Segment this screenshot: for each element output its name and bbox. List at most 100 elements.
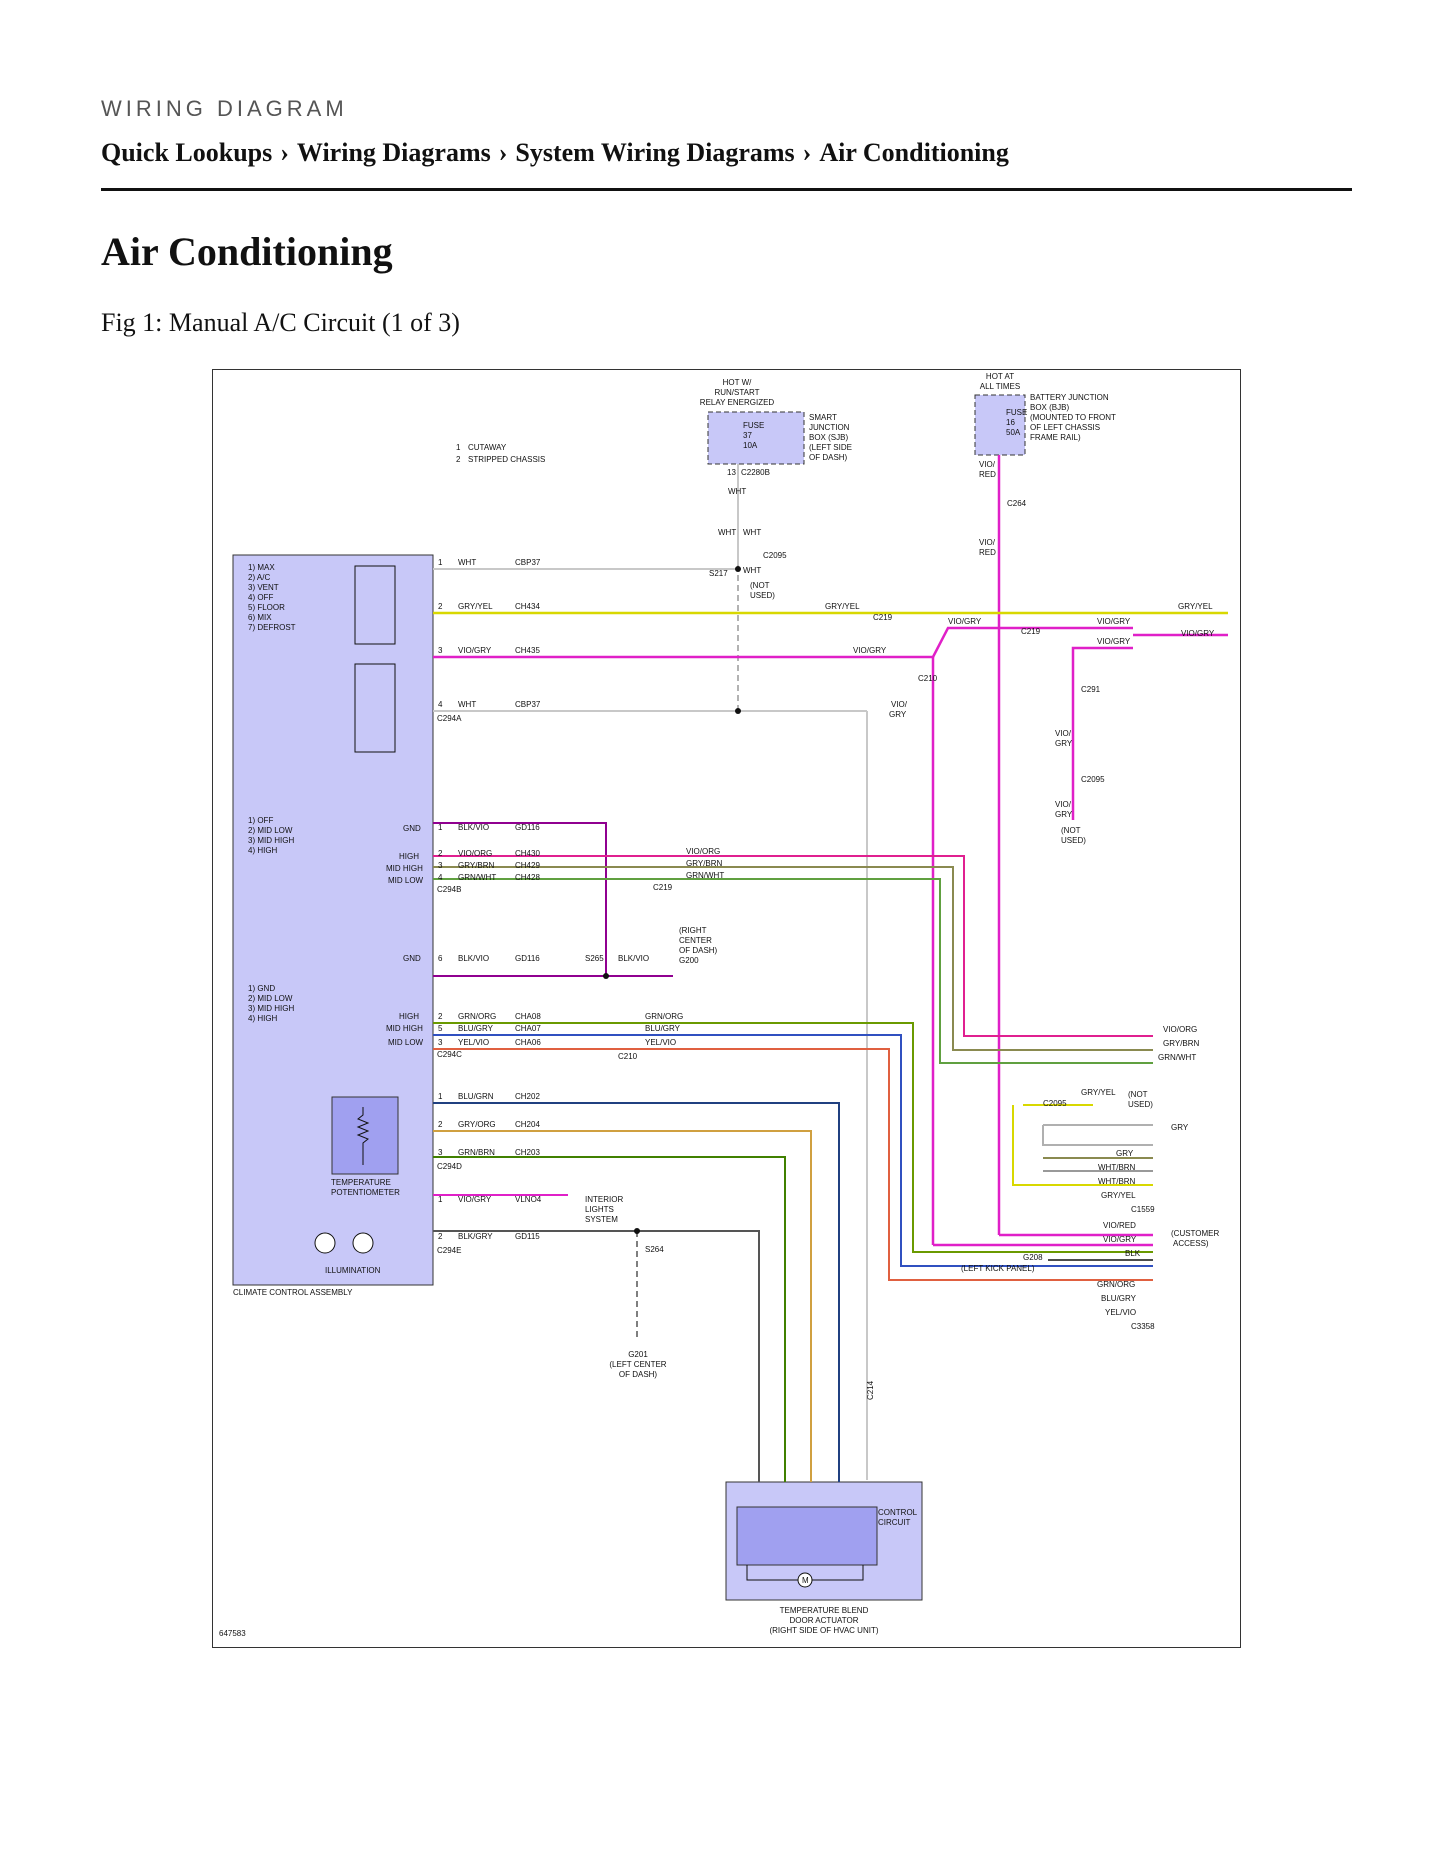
connector-c2095-b: C2095 xyxy=(1081,775,1105,784)
temp-pot-label-2: POTENTIOMETER xyxy=(331,1188,400,1197)
legend-num-2: 2 xyxy=(456,455,461,464)
breadcrumb-separator: › xyxy=(498,138,508,167)
c219-vio-org: VIO/ORG xyxy=(686,847,720,856)
c294d-circuit-2: CH204 xyxy=(515,1120,540,1129)
wire-label-red-2: RED xyxy=(979,548,996,557)
legend-cutaway: CUTAWAY xyxy=(468,443,507,452)
mode-label-2: 2) A/C xyxy=(248,573,270,582)
bjb-fuse-line-1: FUSE xyxy=(1006,408,1027,417)
c294d-color-2: GRY/ORG xyxy=(458,1120,496,1129)
sjb-hot-line-2: RUN/START xyxy=(714,388,759,397)
c294a-color-3: VIO/GRY xyxy=(458,646,492,655)
not-used-2-a: (NOT xyxy=(1061,826,1081,835)
c294d-pin-2: 2 xyxy=(438,1120,443,1129)
c294a-pin-4: 4 xyxy=(438,700,443,709)
wiring-diagram: 1 CUTAWAY 2 STRIPPED CHASSIS HOT W/ RUN/… xyxy=(212,369,1241,1648)
blower-label-2: 2) MID LOW xyxy=(248,826,293,835)
c294b-pin-3: 3 xyxy=(438,861,443,870)
breadcrumb-separator: › xyxy=(280,138,289,167)
sjb-name-line-5: OF DASH) xyxy=(809,453,848,462)
c294d-pin-1: 1 xyxy=(438,1092,443,1101)
bjb-hot-line-2: ALL TIMES xyxy=(980,382,1020,391)
c294a-circuit-4: CBP37 xyxy=(515,700,541,709)
c210-grn-org: GRN/ORG xyxy=(645,1012,683,1021)
not-used-1-b: USED) xyxy=(750,591,775,600)
not-used-3-a: (NOT xyxy=(1128,1090,1148,1099)
bjb-name-line-5: FRAME RAIL) xyxy=(1030,433,1081,442)
mode-label-1: 1) MAX xyxy=(248,563,275,572)
c294e-pin-1: 1 xyxy=(438,1195,443,1204)
breadcrumb-item-quick-lookups[interactable]: Quick Lookups xyxy=(101,138,273,167)
g201-line-2: (LEFT CENTER xyxy=(609,1360,666,1369)
connector-c3358: C3358 xyxy=(1131,1322,1155,1331)
wire-label-vio-red-2: VIO/ xyxy=(979,538,996,547)
connector-c214: C214 xyxy=(866,1380,875,1400)
control-circuit-1: CONTROL xyxy=(878,1508,918,1517)
interior-lights-2: LIGHTS xyxy=(585,1205,614,1214)
gry-6-label: GRY xyxy=(1171,1123,1189,1132)
blend-label-2: 2) MID LOW xyxy=(248,994,293,1003)
wire-label-red-1: RED xyxy=(979,470,996,479)
c294b-color-4: GRN/WHT xyxy=(458,873,496,882)
not-used-1-a: (NOT xyxy=(750,581,770,590)
c294c-pin-3: 3 xyxy=(438,1038,443,1047)
bjb-name-line-3: (MOUNTED TO FRONT xyxy=(1030,413,1116,422)
c294a-circuit-3: CH435 xyxy=(515,646,540,655)
climate-control-assembly xyxy=(232,554,434,1286)
wire-label-vio-gry-e: VIO/GRY xyxy=(853,646,887,655)
wiring-diagram-svg: 1 CUTAWAY 2 STRIPPED CHASSIS HOT W/ RUN/… xyxy=(219,372,1228,1638)
wire-label-vio-gry-d: VIO/GRY xyxy=(1097,637,1131,646)
breadcrumb-item-wiring-diagrams[interactable]: Wiring Diagrams xyxy=(296,138,491,167)
sjb-name-line-4: (LEFT SIDE xyxy=(809,443,852,452)
splice-dots xyxy=(603,566,741,1234)
blower-label-3: 3) MID HIGH xyxy=(248,836,294,845)
mode-label-4: 4) OFF xyxy=(248,593,273,602)
g200-line-1: (RIGHT xyxy=(679,926,707,935)
sjb-box xyxy=(707,411,805,465)
header-rule xyxy=(101,188,1352,191)
breadcrumb-item-air-conditioning[interactable]: Air Conditioning xyxy=(819,138,1009,167)
not-used-2-b: USED) xyxy=(1061,836,1086,845)
bjb-name-line-1: BATTERY JUNCTION xyxy=(1030,393,1109,402)
c219-gry-brn: GRY/BRN xyxy=(686,859,723,868)
sjb-pin: 13 xyxy=(727,468,736,477)
bjb-name-line-2: BOX (BJB) xyxy=(1030,403,1069,412)
blower-high: HIGH xyxy=(399,852,419,861)
figure-id: 647583 xyxy=(219,1629,246,1638)
wire-label-wht-a: WHT xyxy=(718,528,736,537)
c294b-color-6: BLK/VIO xyxy=(458,954,489,963)
connector-c2095-a: C2095 xyxy=(763,551,787,560)
breadcrumb-item-system-wiring-diagrams[interactable]: System Wiring Diagrams xyxy=(515,138,795,167)
wire-label-vio-b: VIO/ xyxy=(1055,729,1072,738)
c1559-wht-brn-1: WHT/BRN xyxy=(1098,1163,1136,1172)
c3358-vio-gry: VIO/GRY xyxy=(1103,1235,1137,1244)
wire-label-vio-gry-a: VIO/GRY xyxy=(948,617,982,626)
g200-line-2: CENTER xyxy=(679,936,712,945)
customer-access-2: ACCESS) xyxy=(1173,1239,1209,1248)
sjb-name-line-1: SMART xyxy=(809,413,837,422)
wire-label-vio-c: VIO/ xyxy=(1055,800,1072,809)
blend-label-1: 1) GND xyxy=(248,984,275,993)
c294c-pin-2: 5 xyxy=(438,1024,443,1033)
right-gry-brn: GRY/BRN xyxy=(1163,1039,1200,1048)
splice-s265: S265 xyxy=(585,954,604,963)
bjb-name-line-4: OF LEFT CHASSIS xyxy=(1030,423,1100,432)
mode-switch-group-1 xyxy=(354,565,396,753)
c3358-grn-org: GRN/ORG xyxy=(1097,1280,1135,1289)
wire-label-wht-sjb: WHT xyxy=(728,487,746,496)
wire-label-gry-b: GRY xyxy=(1055,739,1073,748)
c294e-color-1: VIO/GRY xyxy=(458,1195,492,1204)
bjb-fuse-line-2: 16 xyxy=(1006,418,1015,427)
temp-pot-label-1: TEMPERATURE xyxy=(331,1178,391,1187)
connector-c291-a: C291 xyxy=(1081,685,1101,694)
c294a-circuit-2: CH434 xyxy=(515,602,540,611)
control-circuit-2: CIRCUIT xyxy=(878,1518,911,1527)
c294b-color-2: VIO/ORG xyxy=(458,849,492,858)
connector-c2095-c: C2095 xyxy=(1043,1099,1067,1108)
c294a-color-1: WHT xyxy=(458,558,476,567)
sjb-hot-line-1: HOT W/ xyxy=(723,378,753,387)
mode-label-5: 5) FLOOR xyxy=(248,603,285,612)
g200-line-4: G200 xyxy=(679,956,699,965)
sjb-fuse-line-1: FUSE xyxy=(743,421,764,430)
wire-label-vio-a: VIO/ xyxy=(891,700,908,709)
